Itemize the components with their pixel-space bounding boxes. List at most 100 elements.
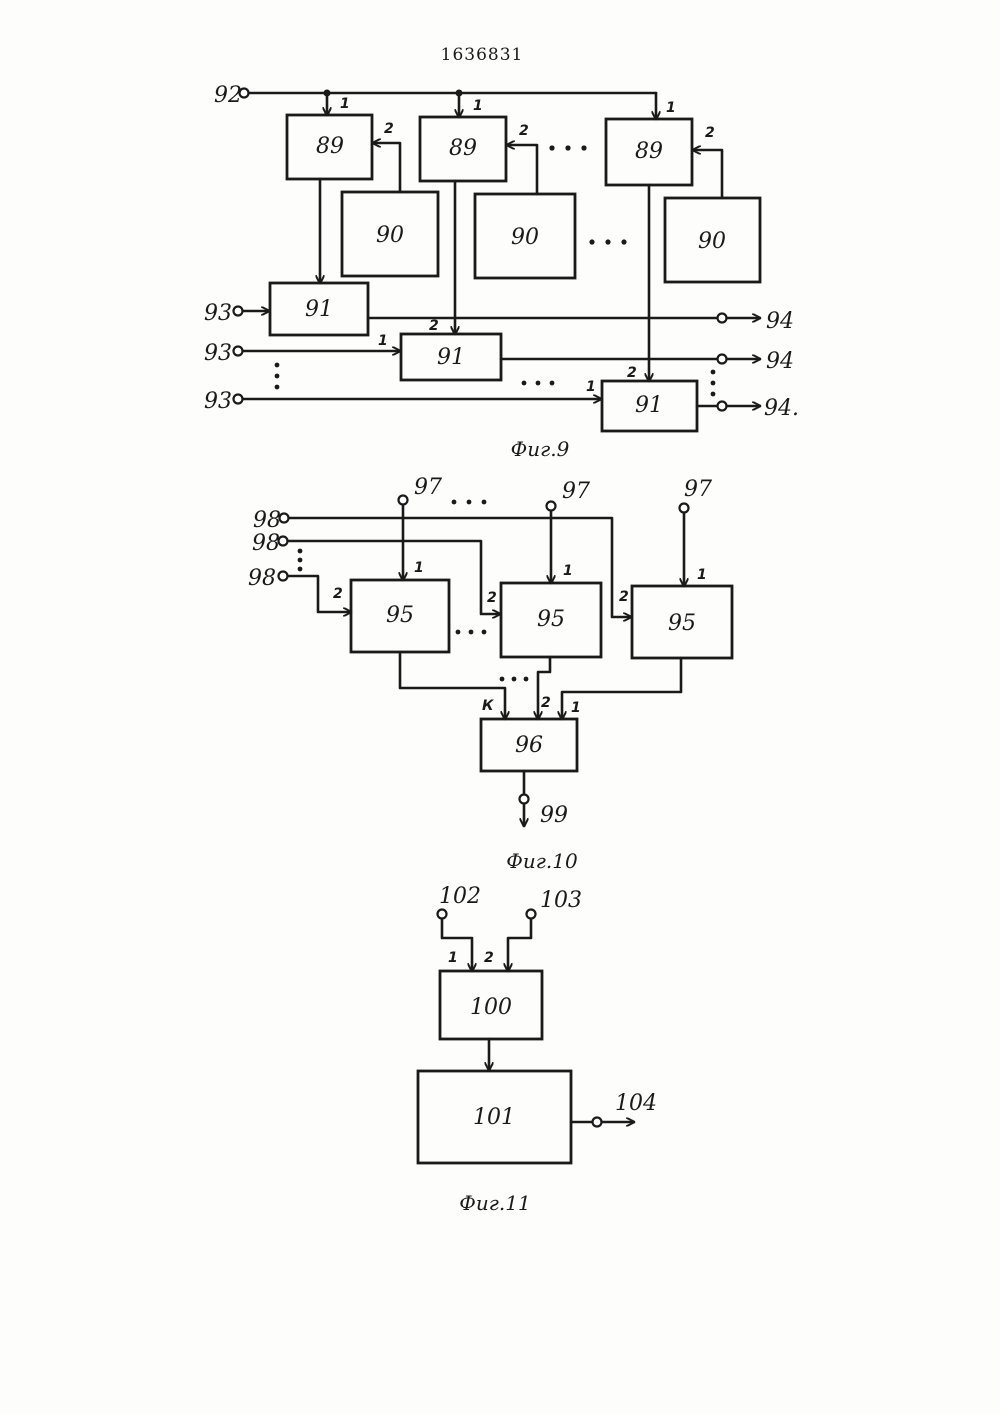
terminal-93 <box>234 347 243 356</box>
ellipsis-dot <box>469 630 474 635</box>
ellipsis-dot <box>711 392 716 397</box>
pin-label: 2 <box>619 589 629 605</box>
block-91-label: 91 <box>437 345 465 370</box>
block-89-label: 89 <box>635 139 663 164</box>
ellipsis-dot <box>275 374 280 379</box>
terminal-99 <box>520 795 529 804</box>
pin-label: 1 <box>571 700 581 716</box>
label-98: 98 <box>252 531 280 556</box>
pin-label: 2 <box>627 365 637 381</box>
ellipsis-dot <box>482 500 487 505</box>
wire-90-to-89b <box>507 145 537 194</box>
ellipsis-dot <box>549 145 554 150</box>
ellipsis-dot <box>500 677 505 682</box>
label-98: 98 <box>253 508 281 533</box>
figure-9-caption: Фиг.9 <box>511 437 570 461</box>
label-103: 103 <box>540 888 582 913</box>
ellipsis-dot <box>536 381 541 386</box>
block-95-label: 95 <box>537 607 565 632</box>
block-101-label: 101 <box>473 1105 515 1130</box>
terminal-102 <box>438 910 447 919</box>
pin-label: 2 <box>705 125 715 141</box>
pin-label: 2 <box>333 586 343 602</box>
block-89-label: 89 <box>449 136 477 161</box>
ellipsis-dot <box>621 239 626 244</box>
ellipsis-dot <box>581 145 586 150</box>
block-90-label: 90 <box>376 223 404 248</box>
ellipsis-dot <box>524 677 529 682</box>
terminal-103 <box>527 910 536 919</box>
ellipsis-dot <box>298 549 303 554</box>
block-89-label: 89 <box>316 134 344 159</box>
pin-label: 2 <box>519 123 529 139</box>
ellipsis-dot <box>711 370 716 375</box>
pin-label: 1 <box>697 567 707 583</box>
label-97: 97 <box>562 479 590 504</box>
ellipsis-dot <box>589 239 594 244</box>
ellipsis-dot <box>275 385 280 390</box>
ellipsis-dot <box>711 381 716 386</box>
ellipsis-dot <box>456 630 461 635</box>
ellipsis-dot <box>512 677 517 682</box>
label-98: 98 <box>248 566 276 591</box>
wire-90-to-89c <box>693 150 722 198</box>
figure-11-caption: Фиг.11 <box>459 1191 530 1215</box>
ellipsis-dot <box>565 145 570 150</box>
ellipsis-dot <box>275 363 280 368</box>
ellipsis-dot <box>550 381 555 386</box>
wire-103-to-100 <box>508 919 531 971</box>
terminal-94 <box>718 314 727 323</box>
pin-label: 2 <box>429 318 439 334</box>
pin-label: 1 <box>340 96 350 112</box>
ellipsis-dot <box>298 558 303 563</box>
figure-11: 102 1 103 2 100 101 104 Фиг.11 <box>418 884 657 1215</box>
figure-10: 97 1 97 1 97 1 98 2 98 2 98 2 95 95 <box>248 475 732 873</box>
label-97: 97 <box>414 475 442 500</box>
block-91-label: 91 <box>305 297 333 322</box>
block-91-label: 91 <box>635 393 663 418</box>
ellipsis-dot <box>605 239 610 244</box>
terminal-94 <box>718 402 727 411</box>
terminal-97 <box>680 504 689 513</box>
label-104: 104 <box>615 1091 657 1116</box>
figure-9: 92 1 1 1 89 89 89 90 90 90 2 2 2 <box>204 83 799 461</box>
figure-10-caption: Фиг.10 <box>506 849 578 873</box>
pin-label: 1 <box>666 100 676 116</box>
terminal-94 <box>718 355 727 364</box>
label-94: 94 <box>766 349 794 374</box>
terminal-97 <box>547 502 556 511</box>
wire-98-to-95c <box>289 518 631 617</box>
patent-number: 1636831 <box>441 45 524 65</box>
terminal-98 <box>279 572 288 581</box>
label-92: 92 <box>214 83 242 108</box>
wire-90-to-89a <box>373 143 400 192</box>
block-95-label: 95 <box>386 603 414 628</box>
block-90-label: 90 <box>511 225 539 250</box>
ellipsis-dot <box>482 630 487 635</box>
label-93: 93 <box>204 301 232 326</box>
pin-label: 2 <box>487 590 497 606</box>
label-102: 102 <box>439 884 481 909</box>
ellipsis-dot <box>467 500 472 505</box>
pin-label: 1 <box>563 563 573 579</box>
pin-label: 1 <box>414 560 424 576</box>
pin-label: 1 <box>378 333 388 349</box>
ellipsis-dot <box>452 500 457 505</box>
ellipsis-dot <box>298 567 303 572</box>
pin-label: 2 <box>541 695 551 711</box>
label-94: 94. <box>764 396 799 421</box>
pin-label: 2 <box>484 950 494 966</box>
label-93: 93 <box>204 341 232 366</box>
pin-label: 1 <box>586 379 596 395</box>
block-100-label: 100 <box>470 995 512 1020</box>
block-95-label: 95 <box>668 611 696 636</box>
pin-label: 1 <box>448 950 458 966</box>
ellipsis-dot <box>522 381 527 386</box>
label-94: 94 <box>766 309 794 334</box>
terminal-93 <box>234 307 243 316</box>
pin-label: 2 <box>384 121 394 137</box>
block-96-label: 96 <box>515 733 543 758</box>
label-99: 99 <box>540 803 568 828</box>
